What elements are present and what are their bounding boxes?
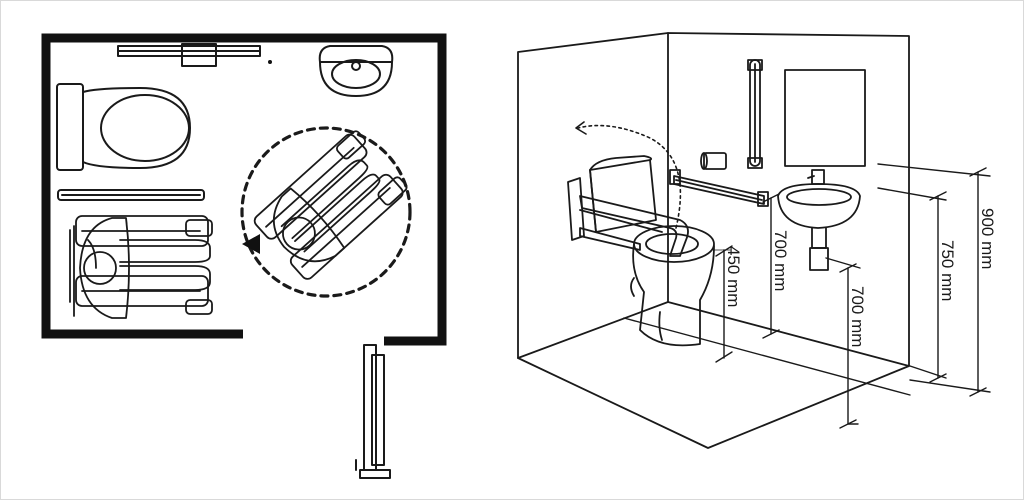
plan-direction-arrow bbox=[242, 234, 260, 254]
plan-wheelchair-side bbox=[69, 215, 213, 319]
plan-washbasin bbox=[318, 45, 394, 97]
wc-pan bbox=[630, 225, 715, 347]
plan-door bbox=[355, 344, 391, 479]
plan-walls bbox=[41, 33, 447, 346]
fold-down-rail bbox=[567, 177, 689, 257]
dim-label-700-basin: 700 mm bbox=[771, 230, 790, 291]
dim-label-450: 450 mm bbox=[724, 246, 743, 307]
dimension-labels: 450 mm 700 mm 700 mm 750 mm 900 mm bbox=[724, 208, 997, 347]
dim-label-700-rail: 700 mm bbox=[848, 286, 867, 347]
swing-arrow bbox=[577, 124, 682, 229]
toilet-roll-holder bbox=[700, 152, 727, 170]
plan-dropdown-rail bbox=[57, 189, 205, 201]
plan-turning-circle bbox=[240, 126, 412, 298]
mirror bbox=[784, 69, 866, 167]
plan-wheelchair-turning bbox=[253, 130, 408, 280]
elevation-view bbox=[517, 32, 911, 449]
vertical-grab-rail bbox=[747, 59, 763, 169]
dim-label-900: 900 mm bbox=[978, 208, 997, 269]
dimension-lines bbox=[713, 163, 991, 429]
room-outline bbox=[517, 32, 910, 449]
cistern bbox=[589, 155, 657, 233]
dim-label-750: 750 mm bbox=[938, 240, 957, 301]
horizontal-grab-rail bbox=[669, 169, 769, 207]
plan-view bbox=[41, 33, 447, 479]
plan-wc bbox=[56, 83, 191, 171]
plan-top-grab-rail bbox=[117, 43, 261, 67]
